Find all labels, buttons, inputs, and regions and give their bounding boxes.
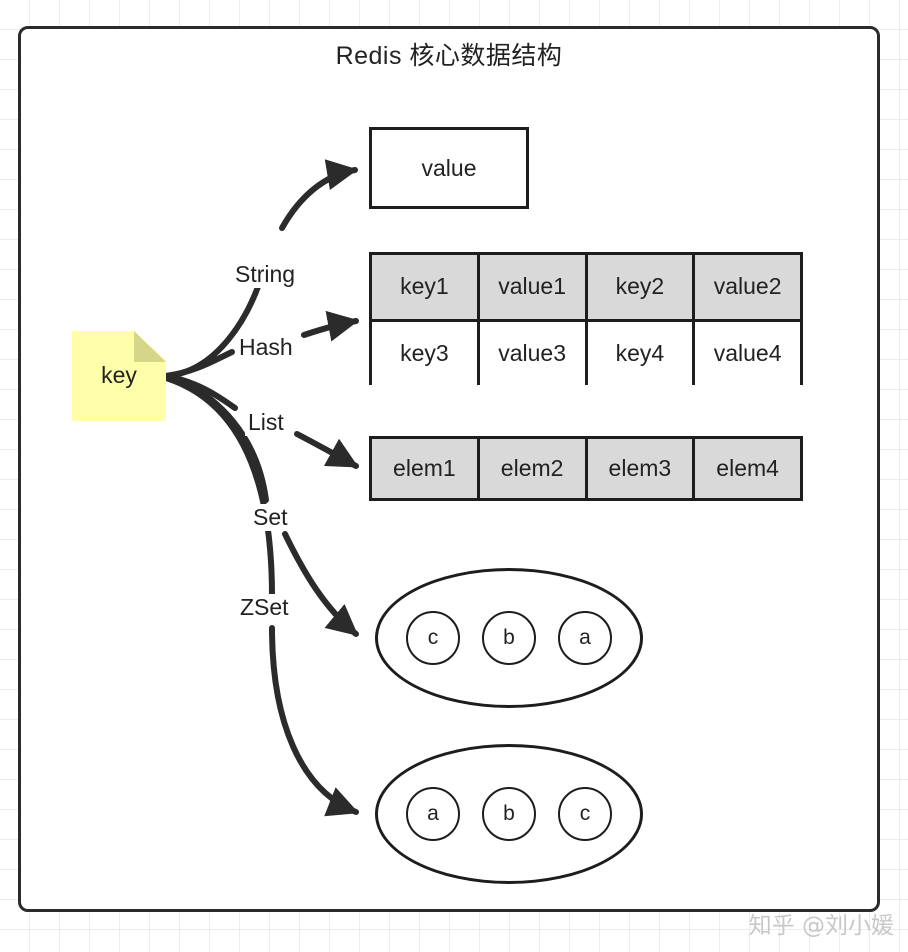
value-box[interactable]: value <box>369 127 529 209</box>
edge-set-head <box>282 531 359 637</box>
hash-table[interactable]: key1 value1 key2 value2 key3 value3 key4… <box>369 252 803 385</box>
hash-cell: value1 <box>479 255 588 319</box>
key-note[interactable]: key <box>72 331 166 421</box>
edge-label-hash: Hash <box>236 334 296 361</box>
edge-label-string: String <box>232 261 299 288</box>
value-box-label: value <box>421 154 477 181</box>
set-members: c b a <box>375 568 643 708</box>
zset-ellipse[interactable]: a b c <box>375 744 643 884</box>
hash-cell: key2 <box>587 255 696 319</box>
edge-zset <box>163 375 275 599</box>
edge-hash-head <box>301 310 360 342</box>
hash-cell: key4 <box>587 321 696 385</box>
hash-cell: value4 <box>695 321 800 385</box>
zset-member: a <box>406 787 460 841</box>
edge-string-head <box>279 159 359 231</box>
edge-label-list: List <box>245 409 287 436</box>
zset-member: c <box>558 787 612 841</box>
list-cell: elem4 <box>695 439 800 498</box>
set-member: c <box>406 611 460 665</box>
edge-list-head <box>294 431 359 469</box>
zset-members: a b c <box>375 744 643 884</box>
edge-label-zset: ZSet <box>237 594 292 621</box>
set-ellipse[interactable]: c b a <box>375 568 643 708</box>
list-cell: elem3 <box>587 439 696 498</box>
list-cell: elem1 <box>372 439 480 498</box>
table-row: key3 value3 key4 value4 <box>372 321 800 385</box>
table-row: key1 value1 key2 value2 <box>372 255 800 322</box>
hash-cell: value3 <box>479 321 588 385</box>
list-cell: elem2 <box>479 439 588 498</box>
set-member: a <box>558 611 612 665</box>
hash-cell: key1 <box>372 255 480 319</box>
page-title: Redis 核心数据结构 <box>335 42 563 70</box>
list-box[interactable]: elem1 elem2 elem3 elem4 <box>369 436 803 501</box>
edge-label-set: Set <box>250 504 291 531</box>
hash-cell: value2 <box>695 255 800 319</box>
watermark: 知乎 @刘小媛 <box>748 913 894 939</box>
edge-zset-head <box>269 625 359 817</box>
zset-member: b <box>482 787 536 841</box>
set-member: b <box>482 611 536 665</box>
hash-cell: key3 <box>372 321 480 385</box>
key-note-label: key <box>101 361 137 388</box>
